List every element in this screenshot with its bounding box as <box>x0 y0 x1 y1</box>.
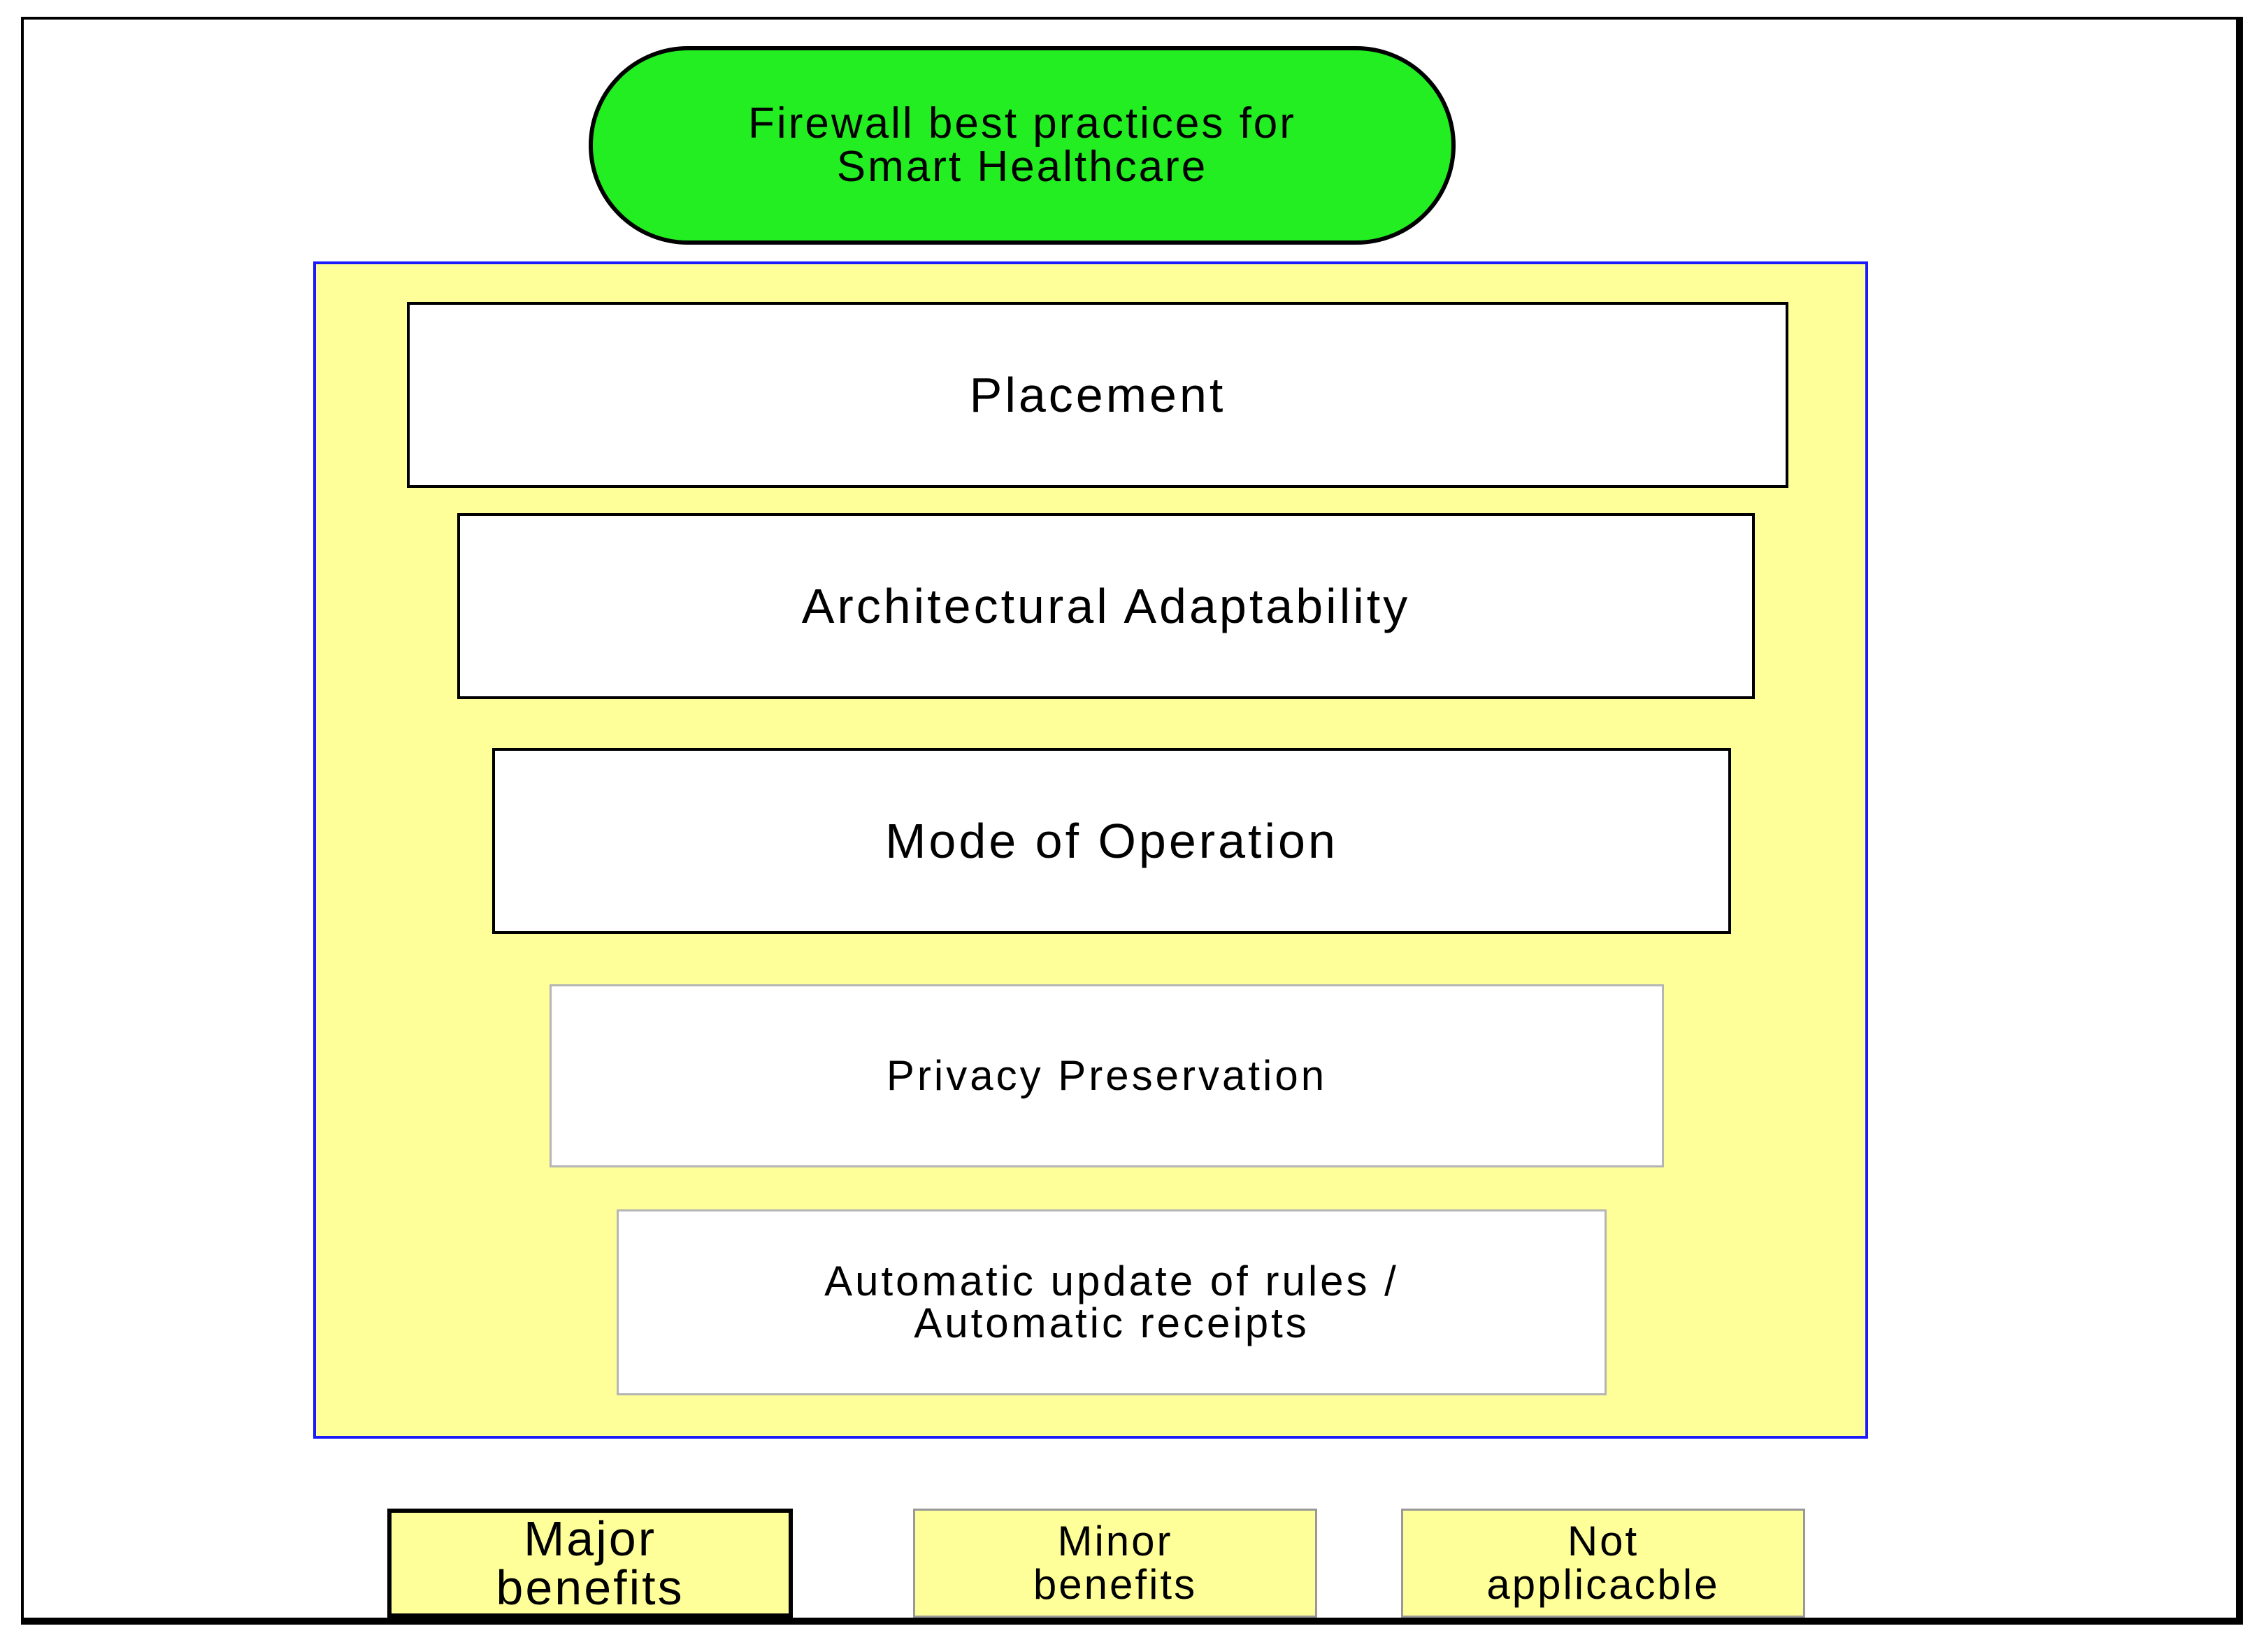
practice-placement: Placement <box>407 302 1788 488</box>
diagram-title: Firewall best practices for Smart Health… <box>589 46 1456 245</box>
practice-automatic-update: Automatic update of rules / Automatic re… <box>617 1209 1607 1395</box>
practice-architectural-adaptability: Architectural Adaptability <box>457 513 1755 699</box>
practice-mode-of-operation: Mode of Operation <box>492 748 1731 934</box>
practice-privacy-preservation: Privacy Preservation <box>550 984 1664 1167</box>
legend-major-benefits: Major benefits <box>387 1509 793 1618</box>
legend-not-applicable: Not applicacble <box>1401 1509 1805 1618</box>
legend-minor-benefits: Minor benefits <box>913 1509 1317 1618</box>
